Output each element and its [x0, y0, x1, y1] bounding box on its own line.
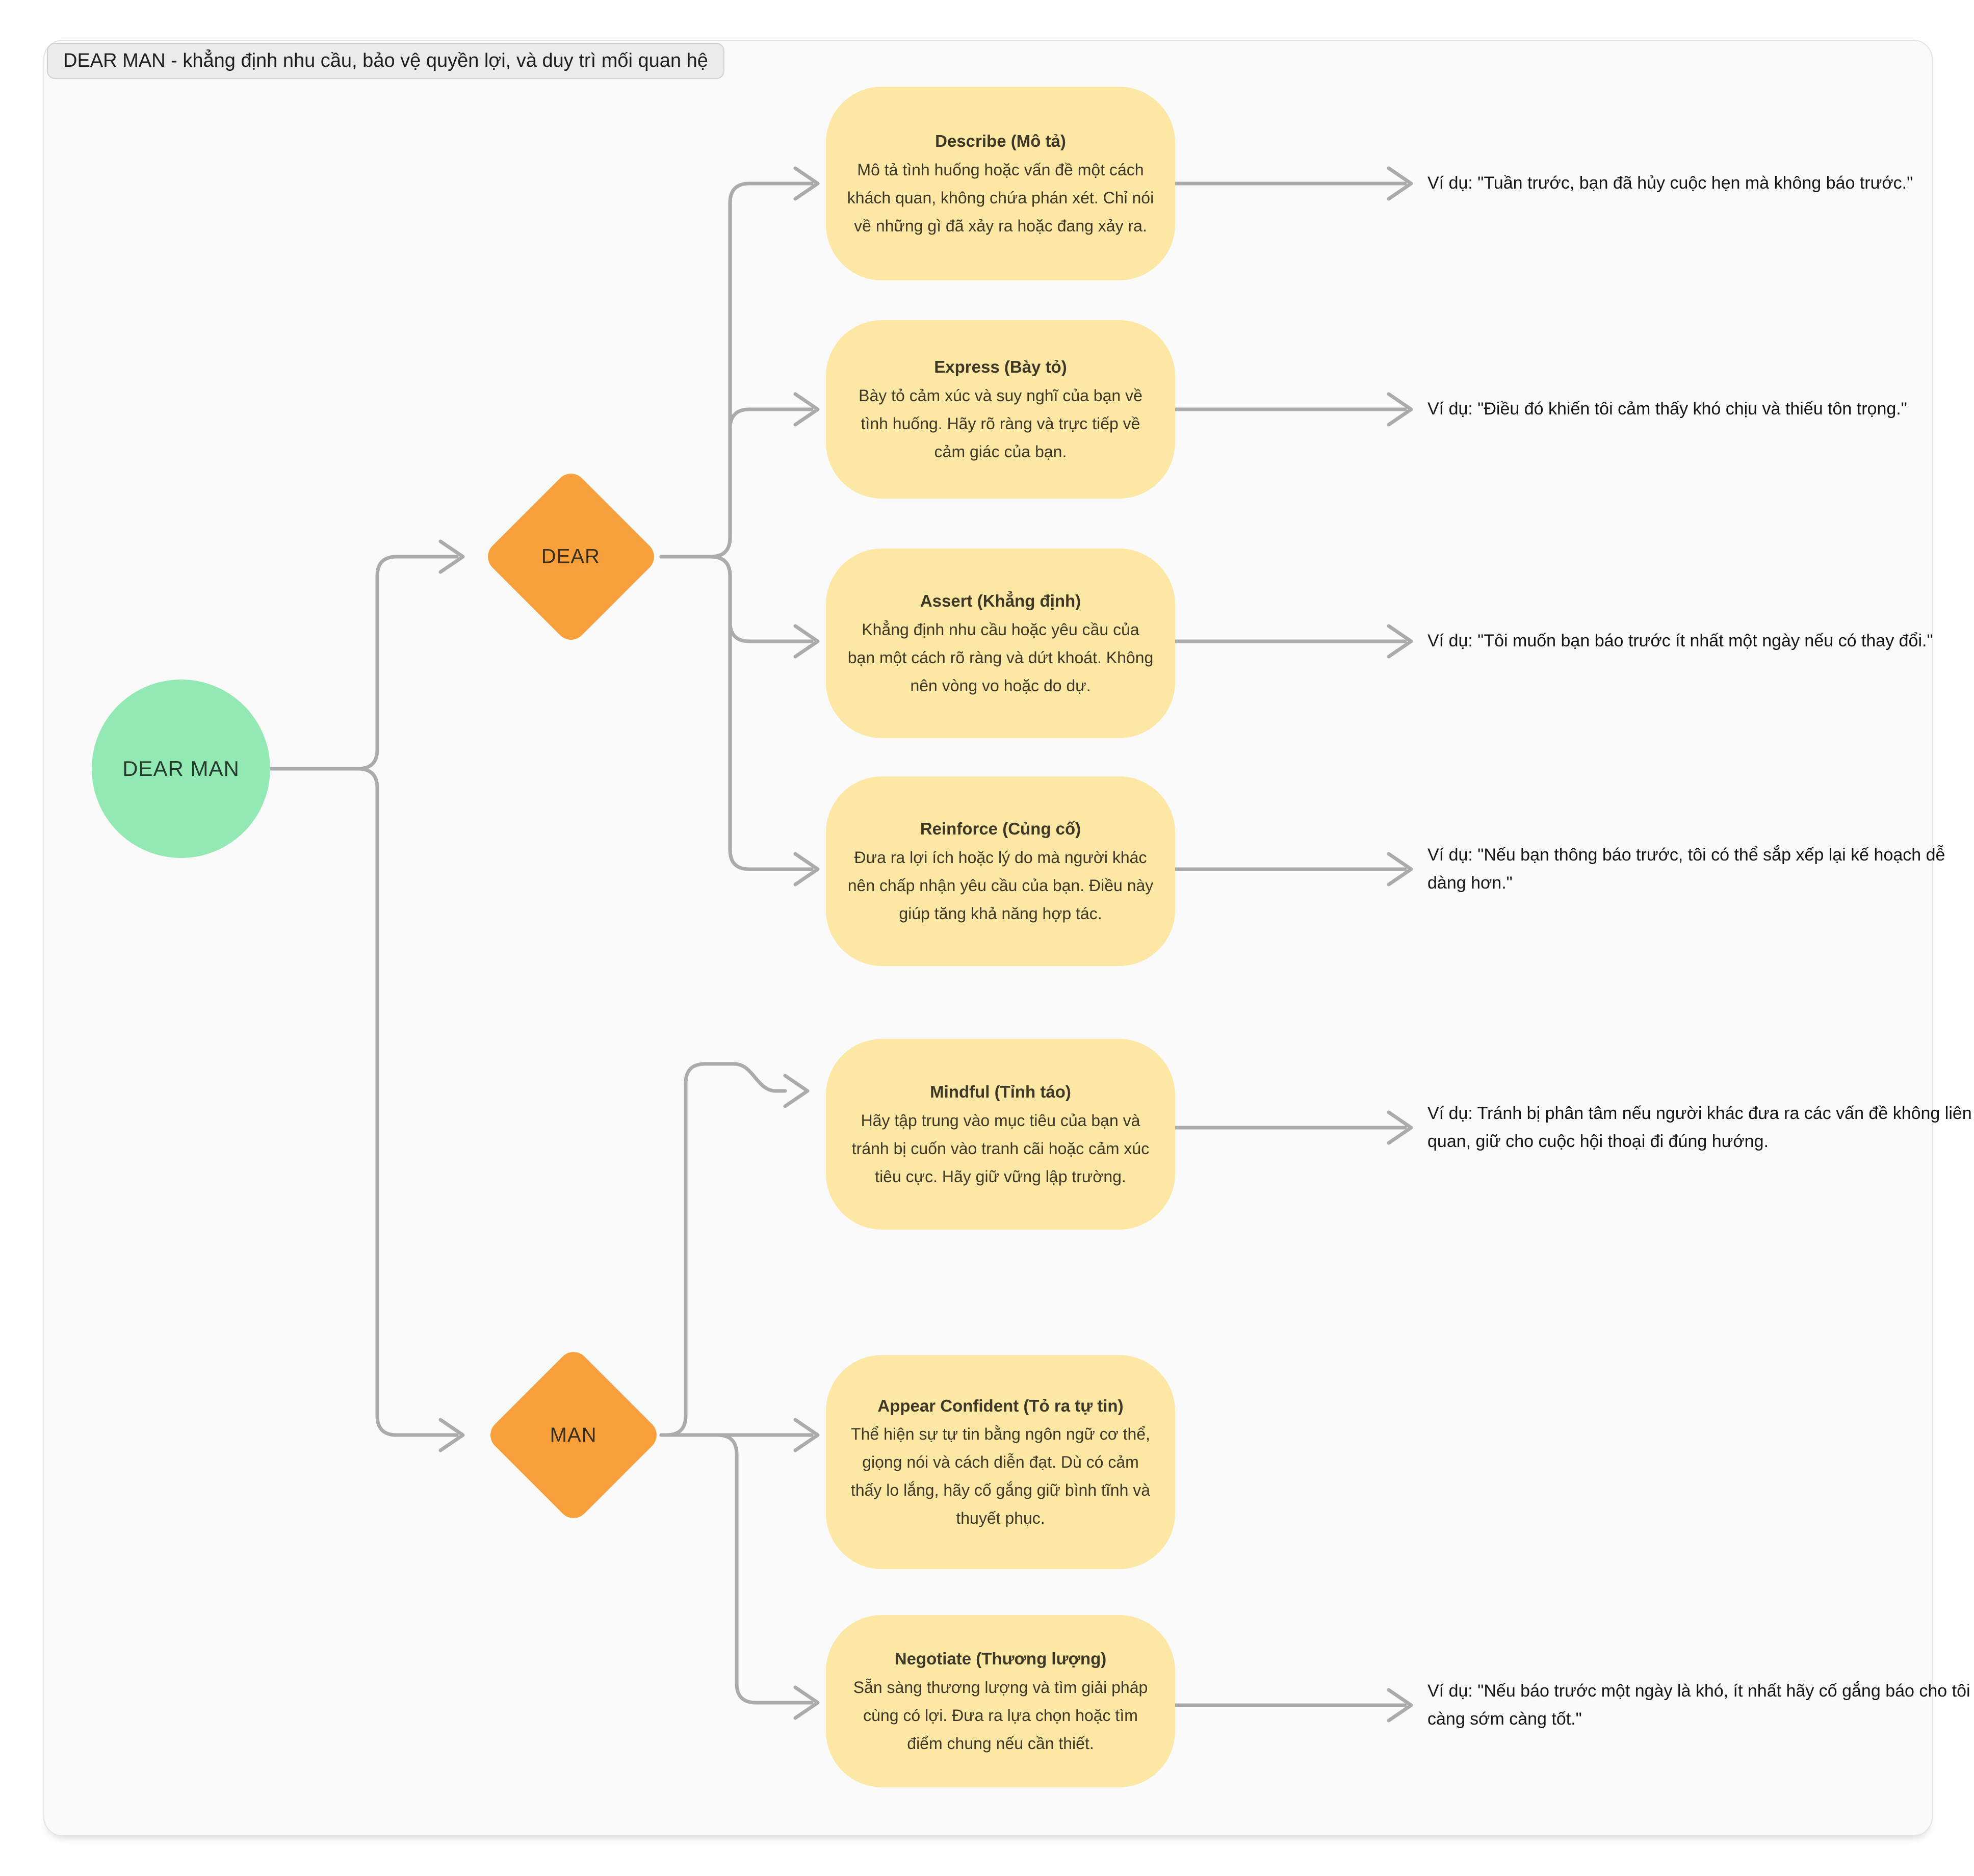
example-express: Ví dụ: "Điều đó khiến tôi cảm thấy khó c… — [1427, 399, 1907, 419]
arrowhead-mindful — [783, 1074, 810, 1108]
node-body: Khẳng định nhu cầu hoặc yêu cầu của bạn … — [847, 620, 1154, 695]
node-title: Assert (Khẳng định) — [920, 591, 1081, 611]
arrowhead-reinforce-example — [1387, 852, 1413, 887]
node-mindful: Mindful (Tỉnh táo) Hãy tập trung vào mục… — [826, 1039, 1175, 1230]
arrowhead-reinforce — [793, 852, 820, 887]
node-title: Reinforce (Củng cố) — [920, 819, 1081, 839]
node-reinforce: Reinforce (Củng cố) Đưa ra lợi ích hoặc … — [826, 776, 1175, 966]
arrowhead-negotiate — [793, 1685, 820, 1720]
node-appear-confident: Appear Confident (Tỏ ra tự tin) Thể hiện… — [826, 1355, 1175, 1569]
node-express: Express (Bày tỏ) Bày tỏ cảm xúc và suy n… — [826, 320, 1175, 499]
node-body: Mô tả tình huống hoặc vấn đề một cách kh… — [847, 160, 1154, 235]
example-negotiate: Ví dụ: "Nếu báo trước một ngày là khó, í… — [1427, 1681, 1970, 1729]
connector-root-to-man — [269, 767, 459, 1437]
arrowhead-express — [793, 392, 820, 427]
arrowhead-describe — [793, 166, 820, 201]
arrowhead-describe-example — [1387, 166, 1413, 201]
node-title: Appear Confident (Tỏ ra tự tin) — [877, 1396, 1124, 1415]
arrowhead-mindful-example — [1387, 1110, 1413, 1145]
node-body: Thể hiện sự tự tin bằng ngôn ngữ cơ thể,… — [850, 1425, 1151, 1528]
connector-man-mindful — [659, 1062, 787, 1437]
node-describe: Describe (Mô tả) Mô tả tình huống hoặc v… — [826, 87, 1175, 280]
example-reinforce: Ví dụ: "Nếu bạn thông báo trước, tôi có … — [1427, 845, 1945, 893]
node-body: Đưa ra lợi ích hoặc lý do mà người khác … — [847, 848, 1154, 923]
connector-dear-express — [659, 407, 814, 559]
node-assert: Assert (Khẳng định) Khẳng định nhu cầu h… — [826, 549, 1175, 738]
man-label: MAN — [550, 1423, 597, 1446]
arrowhead-assert — [793, 624, 820, 659]
arrowhead-assert-example — [1387, 624, 1413, 659]
example-mindful: Ví dụ: Tránh bị phân tâm nếu người khác … — [1427, 1103, 1972, 1151]
node-title: Negotiate (Thương lượng) — [894, 1649, 1107, 1669]
diagram-title: DEAR MAN - khẳng định nhu cầu, bảo vệ qu… — [47, 43, 724, 79]
node-title: Express (Bày tỏ) — [934, 357, 1067, 377]
example-assert: Ví dụ: "Tôi muốn bạn báo trước ít nhất m… — [1427, 631, 1933, 651]
arrowhead-man — [438, 1418, 465, 1452]
node-title: Mindful (Tỉnh táo) — [930, 1082, 1071, 1102]
node-negotiate: Negotiate (Thương lượng) Sẵn sàng thương… — [826, 1615, 1175, 1787]
connector-dear-assert — [659, 555, 814, 643]
node-dear-man-root: DEAR MAN — [92, 680, 270, 858]
connector-man-negotiate — [659, 1433, 814, 1705]
example-describe: Ví dụ: "Tuần trước, bạn đã hủy cuộc hẹn … — [1427, 173, 1913, 193]
node-body: Sẵn sàng thương lượng và tìm giải pháp c… — [853, 1678, 1148, 1753]
node-body: Hãy tập trung vào mục tiêu của bạn và tr… — [851, 1111, 1150, 1186]
arrowhead-dear — [438, 539, 465, 574]
connector-dear-reinforce — [659, 555, 814, 871]
dear-label: DEAR — [541, 545, 601, 568]
root-label: DEAR MAN — [122, 757, 240, 780]
connector-dear-describe — [659, 181, 814, 559]
arrowhead-express-example — [1387, 392, 1413, 427]
arrowhead-confident — [793, 1418, 820, 1452]
node-body: Bày tỏ cảm xúc và suy nghĩ của bạn về tì… — [859, 386, 1142, 461]
connector-root-to-dear — [269, 555, 459, 771]
node-title: Describe (Mô tả) — [935, 132, 1066, 151]
arrowhead-negotiate-example — [1387, 1688, 1413, 1723]
